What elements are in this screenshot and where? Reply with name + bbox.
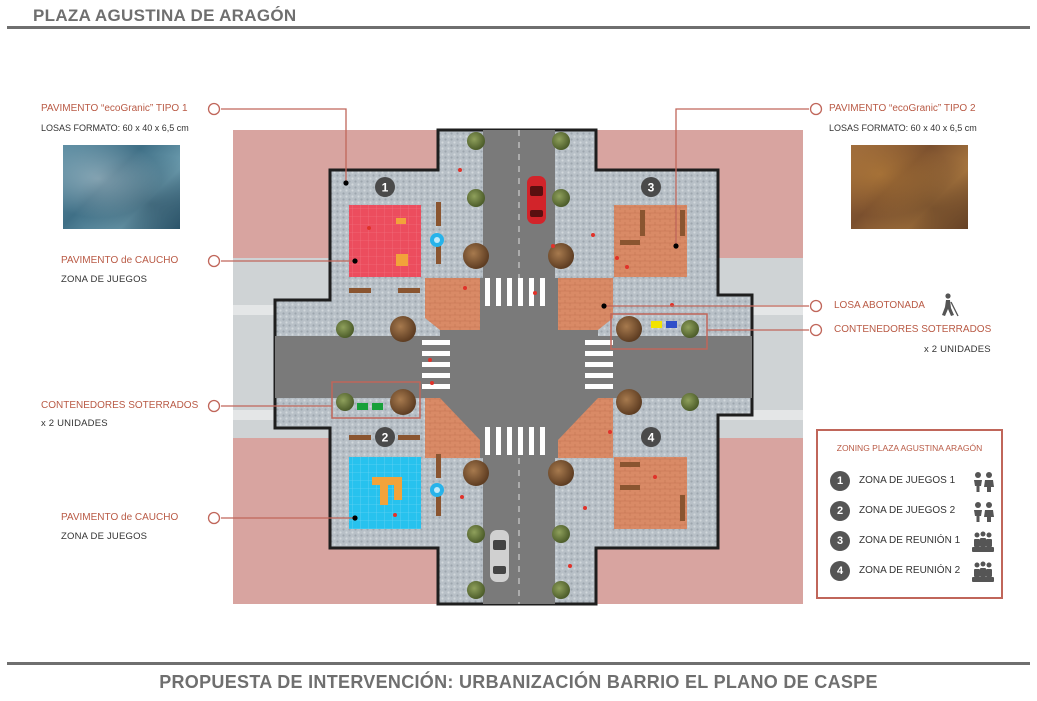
legend-label: ZONA DE JUEGOS 2 bbox=[859, 505, 956, 516]
paving-1-title: PAVIMENTO “ecoGranic” TIPO 1 bbox=[41, 103, 188, 114]
crosswalk-east bbox=[585, 340, 613, 389]
rubber-1-title: PAVIMENTO de CAUCHO bbox=[61, 255, 179, 266]
header-rule bbox=[7, 26, 1030, 29]
paving-2-format: LOSAS FORMATO: 60 x 40 x 6,5 cm bbox=[829, 123, 977, 133]
zoning-legend: ZONING PLAZA AGUSTINA ARAGÓN 1 ZONA DE J… bbox=[816, 429, 1003, 599]
car-grey bbox=[490, 530, 509, 582]
zone-marker-1: 1 bbox=[375, 177, 395, 197]
group-icon bbox=[972, 561, 994, 582]
paving-1-swatch bbox=[63, 145, 180, 229]
legend-item-2: 2 ZONA DE JUEGOS 2 bbox=[830, 501, 995, 523]
zone-marker-3: 3 bbox=[641, 177, 661, 197]
zone-marker-2: 2 bbox=[375, 427, 395, 447]
containers-left bbox=[331, 381, 421, 419]
crosswalk-west bbox=[422, 340, 450, 389]
tactile-paving-title: LOSA ABOTONADA bbox=[834, 300, 925, 311]
legend-item-4: 4 ZONA DE REUNIÓN 2 bbox=[830, 561, 995, 583]
legend-item-3: 3 ZONA DE REUNIÓN 1 bbox=[830, 531, 995, 553]
children-icon bbox=[974, 502, 994, 522]
trees-green bbox=[336, 132, 699, 599]
legend-number: 3 bbox=[830, 531, 850, 551]
containers-right bbox=[610, 313, 708, 350]
paving-2-swatch bbox=[851, 145, 968, 229]
play-zone-1 bbox=[349, 205, 421, 277]
svg-text:4: 4 bbox=[648, 431, 655, 445]
legend-item-1: 1 ZONA DE JUEGOS 1 bbox=[830, 471, 995, 493]
svg-text:2: 2 bbox=[382, 431, 389, 445]
rubber-1-subtitle: ZONA DE JUEGOS bbox=[61, 274, 148, 285]
legend-title: ZONING PLAZA AGUSTINA ARAGÓN bbox=[836, 443, 983, 453]
svg-text:1: 1 bbox=[382, 181, 389, 195]
crosswalk-north bbox=[485, 278, 545, 306]
rubber-2-subtitle: ZONA DE JUEGOS bbox=[61, 531, 148, 542]
children-icon bbox=[974, 472, 994, 492]
legend-label: ZONA DE JUEGOS 1 bbox=[859, 475, 956, 486]
footer-title: PROPUESTA DE INTERVENCIÓN: URBANIZACIÓN … bbox=[159, 672, 878, 692]
legend-label: ZONA DE REUNIÓN 2 bbox=[859, 565, 961, 576]
car-red bbox=[527, 176, 546, 224]
paving-1-format: LOSAS FORMATO: 60 x 40 x 6,5 cm bbox=[41, 123, 189, 133]
legend-number: 4 bbox=[830, 561, 850, 581]
legend-number: 2 bbox=[830, 501, 850, 521]
containers-left-title: CONTENEDORES SOTERRADOS bbox=[41, 400, 199, 411]
containers-right-title: CONTENEDORES SOTERRADOS bbox=[834, 324, 992, 335]
trees-brown bbox=[390, 243, 642, 486]
leader-lines bbox=[207, 102, 823, 525]
rubber-2-title: PAVIMENTO de CAUCHO bbox=[61, 512, 179, 523]
footer-rule bbox=[7, 662, 1030, 665]
page-title: PLAZA AGUSTINA DE ARAGÓN bbox=[33, 6, 297, 25]
paving-2-title: PAVIMENTO “ecoGranic” TIPO 2 bbox=[829, 103, 976, 114]
containers-right-subtitle: x 2 UNIDADES bbox=[924, 344, 991, 355]
meeting-zone-4 bbox=[614, 457, 687, 529]
containers-left-subtitle: x 2 UNIDADES bbox=[41, 418, 108, 429]
legend-label: ZONA DE REUNIÓN 1 bbox=[859, 535, 961, 546]
group-icon bbox=[972, 531, 994, 552]
legend-number: 1 bbox=[830, 471, 850, 491]
zone-marker-4: 4 bbox=[641, 427, 661, 447]
blind-pedestrian-icon bbox=[942, 293, 959, 317]
crosswalk-south bbox=[485, 427, 545, 455]
svg-text:3: 3 bbox=[648, 181, 655, 195]
